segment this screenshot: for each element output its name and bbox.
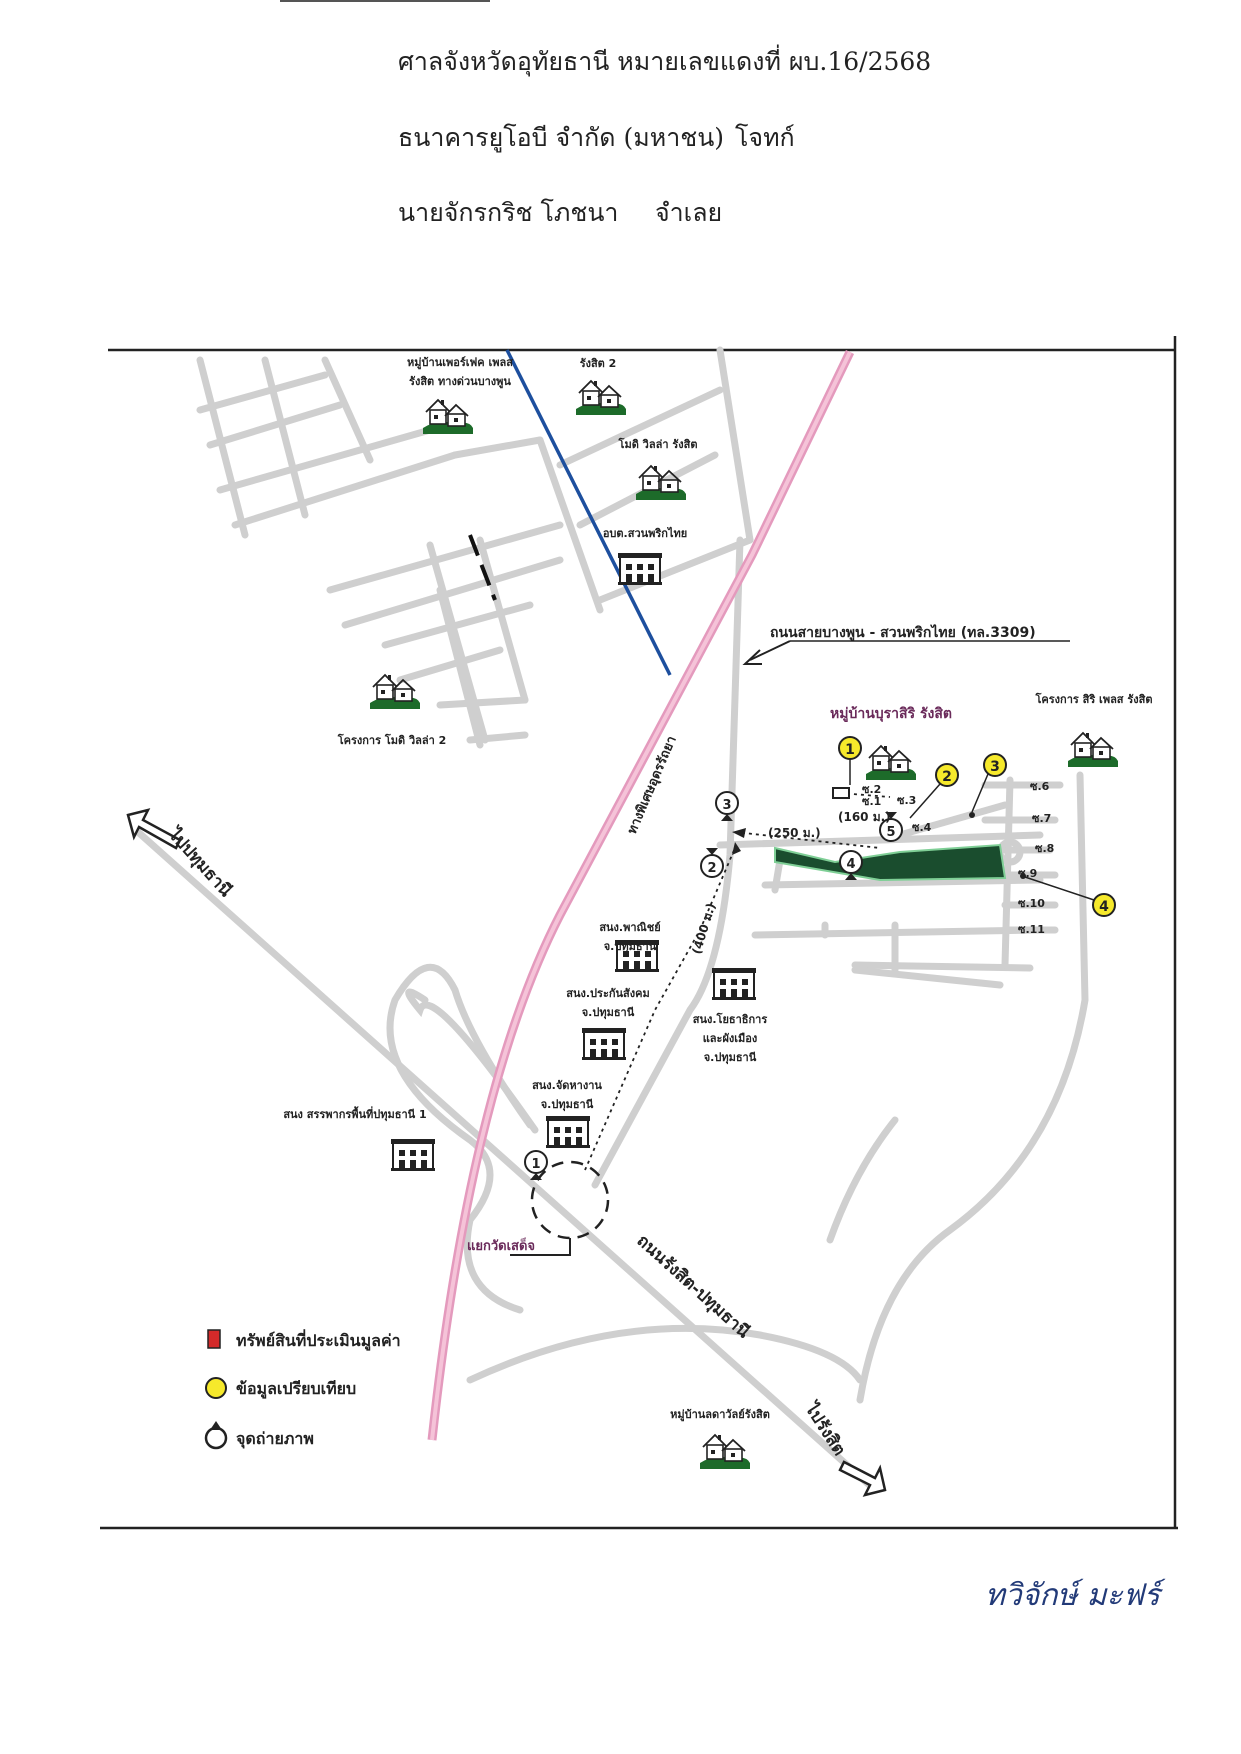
blocked-road-segment: [468, 534, 497, 601]
label-employment: สนง.จัดหางาน: [532, 1079, 602, 1092]
label-social-security-2: จ.ปทุมธานี: [582, 1006, 635, 1020]
defendant-role: จำเลย: [655, 198, 723, 227]
label-commerce-office: สนง.พาณิชย์: [599, 921, 660, 934]
photo-point-4: 4: [839, 850, 863, 880]
label-suan-prik-thai: อบต.สวนพริกไทย: [603, 526, 687, 540]
legend-photo-label: จุดถ่ายภาพ: [236, 1429, 314, 1449]
soi-labels: ซ.1 ซ.2 ซ.3 ซ.4 ซ.6 ซ.7 ซ.8 ซ.9 ซ.10 ซ.1…: [862, 780, 1054, 936]
house-icon: [422, 399, 474, 435]
soi-8-label: ซ.8: [1035, 842, 1054, 855]
label-perfect-place: หมู่บ้านเพอร์เฟค เพลส: [407, 356, 513, 370]
label-employment-2: จ.ปทุมธานี: [541, 1098, 594, 1112]
office-icon: [545, 1115, 591, 1149]
svg-text:3: 3: [990, 759, 1000, 775]
svg-text:4: 4: [846, 857, 855, 872]
label-social-security: สนง.ประกันสังคม: [566, 987, 649, 1000]
label-rangsit2: รังสิต 2: [580, 357, 617, 370]
soi-1-label: ซ.1: [862, 795, 881, 808]
svg-text:2: 2: [942, 769, 952, 785]
house-icon: [369, 674, 421, 710]
expressway-highlight: [430, 351, 852, 1441]
comparable-2-marker: 2: [909, 763, 959, 819]
photo-point-3: 3: [715, 791, 739, 821]
intersection-pointer: [510, 1238, 571, 1256]
label-siri-place: โครงการ สิริ เพลส รังสิต: [1034, 692, 1152, 706]
svg-text:1: 1: [531, 1157, 540, 1172]
legend: ทรัพย์สินที่ประเมินมูลค่า ข้อมูลเปรียบเท…: [204, 1329, 401, 1450]
to-pathum-arrow: [126, 808, 182, 850]
subject-plot: [774, 843, 1007, 882]
place-labels: หมู่บ้านเพอร์เฟค เพลส รังสิต ทางด่วนบางพ…: [283, 356, 1152, 1422]
top-scan-line: [280, 0, 490, 2]
label-road-3309: ถนนสายบางพูน - สวนพริกไทย (ทล.3309): [770, 623, 1036, 641]
office-icon: [617, 552, 663, 586]
label-commerce-office-2: จ.ปทุมธานี: [604, 940, 657, 954]
svg-text:5: 5: [886, 825, 895, 840]
office-icon: [390, 1138, 436, 1172]
svg-text:3: 3: [722, 798, 731, 813]
comparable-1-marker: 1: [838, 736, 862, 785]
defendant-name: นายจักรกริช โภชนา: [398, 198, 619, 227]
plaintiff-name: ธนาคารยูโอบี จำกัด (มหาชน): [398, 123, 725, 152]
label-lad-sawai: หมู่บ้านลดาวัลย์รังสิต: [670, 1408, 770, 1422]
label-burasiri: หมู่บ้านบุราสิริ รังสิต: [830, 706, 952, 722]
plaintiff-role: โจทก์: [735, 123, 795, 152]
photo-point-1: 1: [524, 1150, 548, 1180]
soi-2-label: ซ.2: [862, 783, 881, 796]
label-mode-villa-2: โครงการ โมดิ วิลล่า 2: [337, 733, 447, 747]
legend-comparable-swatch: [205, 1377, 227, 1399]
svg-text:2: 2: [707, 861, 716, 876]
court-case-line: ศาลจังหวัดอุทัยธานี หมายเลขแดงที่ ผบ.16/…: [398, 47, 932, 76]
label-wat-sadet: แยกวัดเสด็จ: [467, 1236, 535, 1254]
legend-comparable-label: ข้อมูลเปรียบเทียบ: [236, 1379, 356, 1400]
label-public-works-2: และผังเมือง: [703, 1032, 758, 1045]
office-icon: [711, 967, 757, 1001]
canal: [505, 349, 672, 676]
label-public-works-3: จ.ปทุมธานี: [704, 1051, 757, 1065]
road-3309-pointer: [749, 640, 791, 661]
route-arrow-north: [732, 842, 741, 855]
to-rangsit-arrow: [838, 1460, 887, 1497]
office-icon: [581, 1027, 627, 1061]
comparable-4-marker: 4: [1020, 873, 1116, 917]
house-icon: [575, 380, 627, 416]
label-revenue: สนง สรรพากรพื้นที่ปทุมธานี 1: [283, 1106, 426, 1122]
soi-11-label: ซ.11: [1018, 923, 1045, 936]
house-icon: [699, 1434, 751, 1470]
label-mode-villa: โมดิ วิลล่า รังสิต: [618, 437, 698, 451]
svg-text:1: 1: [845, 742, 855, 758]
svg-text:4: 4: [1099, 899, 1109, 915]
soi-10-label: ซ.10: [1018, 897, 1045, 910]
photo-point-2: 2: [700, 848, 724, 878]
label-public-works: สนง.โยธาธิการ: [693, 1012, 768, 1026]
legend-subject-swatch: [207, 1329, 221, 1349]
route-arrow-west: [732, 828, 746, 838]
distance-160-label: (160 ม.): [838, 810, 891, 824]
soi-9-label: ซ.9: [1018, 867, 1037, 880]
comparable-3-marker: 3: [969, 753, 1007, 818]
photo-point-5: 5: [879, 812, 903, 842]
label-perfect-place-2: รังสิต ทางด่วนบางพูน: [409, 375, 511, 389]
legend-subject-label: ทรัพย์สินที่ประเมินมูลค่า: [236, 1329, 401, 1352]
soi-3-label: ซ.3: [897, 794, 916, 807]
legend-photo-swatch: [204, 1426, 228, 1450]
house-icon: [865, 745, 917, 781]
wat-sadet-intersection-circle: [530, 1160, 610, 1240]
map-frame: [100, 336, 1178, 1530]
subject-marker: [832, 787, 850, 799]
soi-7-label: ซ.7: [1032, 812, 1051, 825]
soi-6-label: ซ.6: [1030, 780, 1050, 793]
signature: ทวิจักษ์ มะฟร์: [985, 1578, 1160, 1613]
road-network: [134, 346, 1089, 1494]
soi-4-label: ซ.4: [912, 821, 932, 834]
house-icon: [1067, 732, 1119, 768]
distance-250-label: (250 ม.): [768, 826, 821, 840]
